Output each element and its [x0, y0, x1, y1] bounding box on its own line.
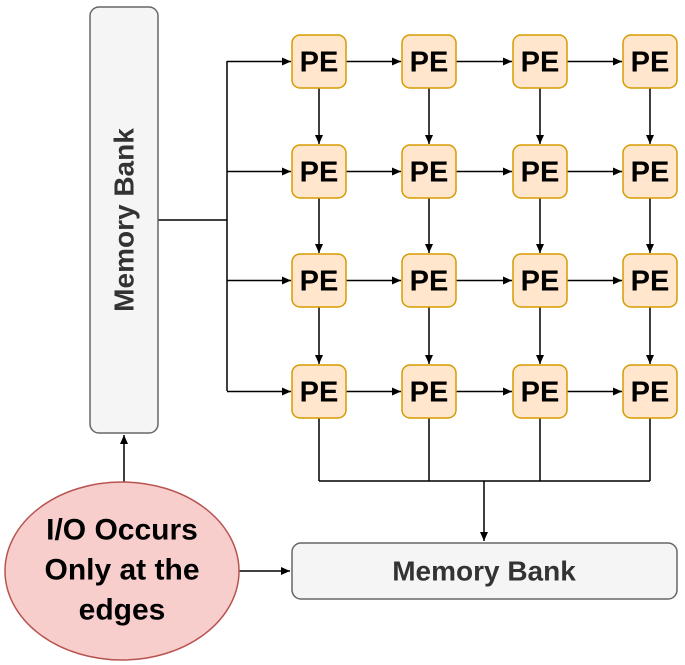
pe-r3-c3: PE — [512, 253, 568, 308]
pe-r2-c1: PE — [291, 144, 347, 199]
memory-bank-left: Memory Bank — [89, 6, 159, 434]
io-note-line-2: Only at the — [44, 554, 199, 587]
pe-box — [622, 253, 678, 308]
pe-r2-c3: PE — [512, 144, 568, 199]
pe-label: PE — [300, 47, 339, 79]
io-note-line-3: edges — [79, 594, 166, 627]
pe-r2-c2: PE — [401, 144, 457, 199]
io-note-ellipse: I/O Occurs Only at the edges — [4, 481, 240, 661]
pe-box — [401, 144, 457, 199]
pe-box — [512, 364, 568, 419]
pe-label: PE — [521, 377, 560, 409]
pe-box — [622, 144, 678, 199]
pe-box — [291, 364, 347, 419]
pe-r3-c4: PE — [622, 253, 678, 308]
pe-label: PE — [521, 266, 560, 298]
pe-label: PE — [631, 47, 670, 79]
io-note-line-1: I/O Occurs — [46, 514, 198, 547]
pe-r3-c1: PE — [291, 253, 347, 308]
pe-label: PE — [521, 157, 560, 189]
pe-box — [512, 253, 568, 308]
pe-box — [622, 34, 678, 89]
pe-label: PE — [631, 266, 670, 298]
pe-r1-c2: PE — [401, 34, 457, 89]
pe-r4-c3: PE — [512, 364, 568, 419]
pe-box — [401, 364, 457, 419]
pe-r2-c4: PE — [622, 144, 678, 199]
pe-label: PE — [410, 157, 449, 189]
memory-bank-bottom: Memory Bank — [291, 542, 678, 600]
pe-box — [512, 144, 568, 199]
pe-label: PE — [521, 47, 560, 79]
pe-r1-c3: PE — [512, 34, 568, 89]
pe-box — [291, 144, 347, 199]
pe-box — [291, 34, 347, 89]
pe-label: PE — [631, 157, 670, 189]
pe-r3-c2: PE — [401, 253, 457, 308]
pe-box — [401, 253, 457, 308]
pe-r4-c2: PE — [401, 364, 457, 419]
pe-grid: PE PE PE PE PE PE PE PE PE PE PE PE PE PE PE PE — [291, 34, 678, 419]
pe-r1-c4: PE — [622, 34, 678, 89]
pe-box — [512, 34, 568, 89]
memory-bank-left-label: Memory Bank — [109, 128, 140, 312]
pe-box — [291, 253, 347, 308]
pe-label: PE — [410, 266, 449, 298]
pe-label: PE — [410, 47, 449, 79]
pe-label: PE — [300, 377, 339, 409]
pe-box — [622, 364, 678, 419]
pe-label: PE — [300, 266, 339, 298]
memory-bank-bottom-label: Memory Bank — [392, 556, 576, 587]
pe-r1-c1: PE — [291, 34, 347, 89]
connector-lines — [120, 57, 654, 575]
pe-r4-c1: PE — [291, 364, 347, 419]
pe-label: PE — [300, 157, 339, 189]
pe-r4-c4: PE — [622, 364, 678, 419]
pe-label: PE — [410, 377, 449, 409]
pe-box — [401, 34, 457, 89]
pe-label: PE — [631, 377, 670, 409]
